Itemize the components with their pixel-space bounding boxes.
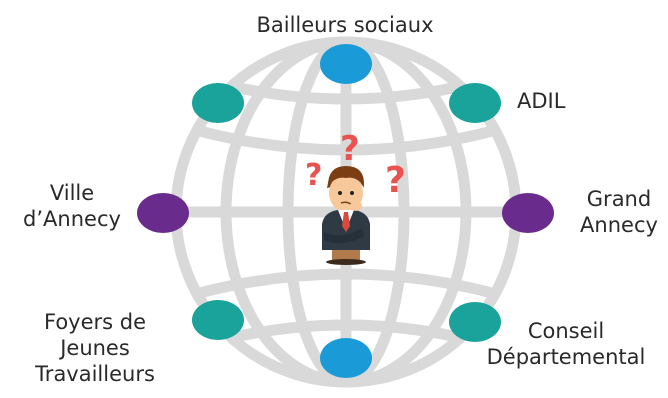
label-line: Ville: [49, 181, 95, 205]
question-mark-left: ?: [305, 158, 322, 193]
label-line: Conseil: [527, 319, 605, 343]
label-foyers-jeunes-travailleurs: Foyers de Jeunes Travailleurs: [18, 309, 172, 387]
label-line: Annecy: [580, 213, 658, 237]
person-legs: [332, 250, 360, 260]
label-grand-annecy: Grand Annecy: [573, 186, 665, 238]
person-eye-left: [338, 191, 342, 195]
person-mouth: [340, 201, 352, 205]
label-line: Bailleurs sociaux: [256, 13, 434, 37]
person-hair-top: [328, 166, 365, 186]
label-line: ADIL: [517, 89, 566, 113]
node-conseil-departemental: [449, 302, 501, 342]
label-ville-annecy: Ville d’Annecy: [12, 180, 132, 232]
person-eye-right: [350, 191, 354, 195]
label-line: Départemental: [486, 345, 646, 369]
globe-latitude-lower-2: [228, 319, 464, 344]
question-mark-top: ?: [340, 129, 360, 169]
node-top-left: [192, 83, 244, 123]
label-line: Travailleurs: [35, 362, 155, 386]
globe-latitude-lower-1: [194, 268, 498, 300]
question-mark-right: ?: [385, 160, 406, 201]
label-bailleurs-sociaux: Bailleurs sociaux: [240, 12, 450, 38]
node-grand-annecy: [502, 193, 554, 233]
globe-latitude-upper-2: [228, 80, 464, 105]
person-arm: [324, 228, 364, 244]
person-shoes: [326, 259, 366, 265]
label-adil: ADIL: [517, 88, 565, 114]
label-conseil-departemental: Conseil Départemental: [468, 318, 664, 370]
label-line: Grand: [586, 187, 652, 211]
person-hand: [350, 201, 362, 211]
node-bailleurs-sociaux: [320, 44, 372, 84]
node-foyers-jeunes-travailleurs: [192, 300, 244, 340]
node-ville-annecy: [137, 193, 189, 233]
label-line: Foyers de: [43, 310, 147, 334]
person-tie: [342, 212, 350, 232]
confused-person-icon: ? ? ?: [305, 129, 406, 265]
node-bottom: [320, 338, 372, 378]
label-line: d’Annecy: [23, 207, 121, 231]
label-line: Jeunes: [60, 336, 130, 360]
globe-latitude-upper-1: [194, 124, 498, 156]
node-adil: [449, 83, 501, 123]
